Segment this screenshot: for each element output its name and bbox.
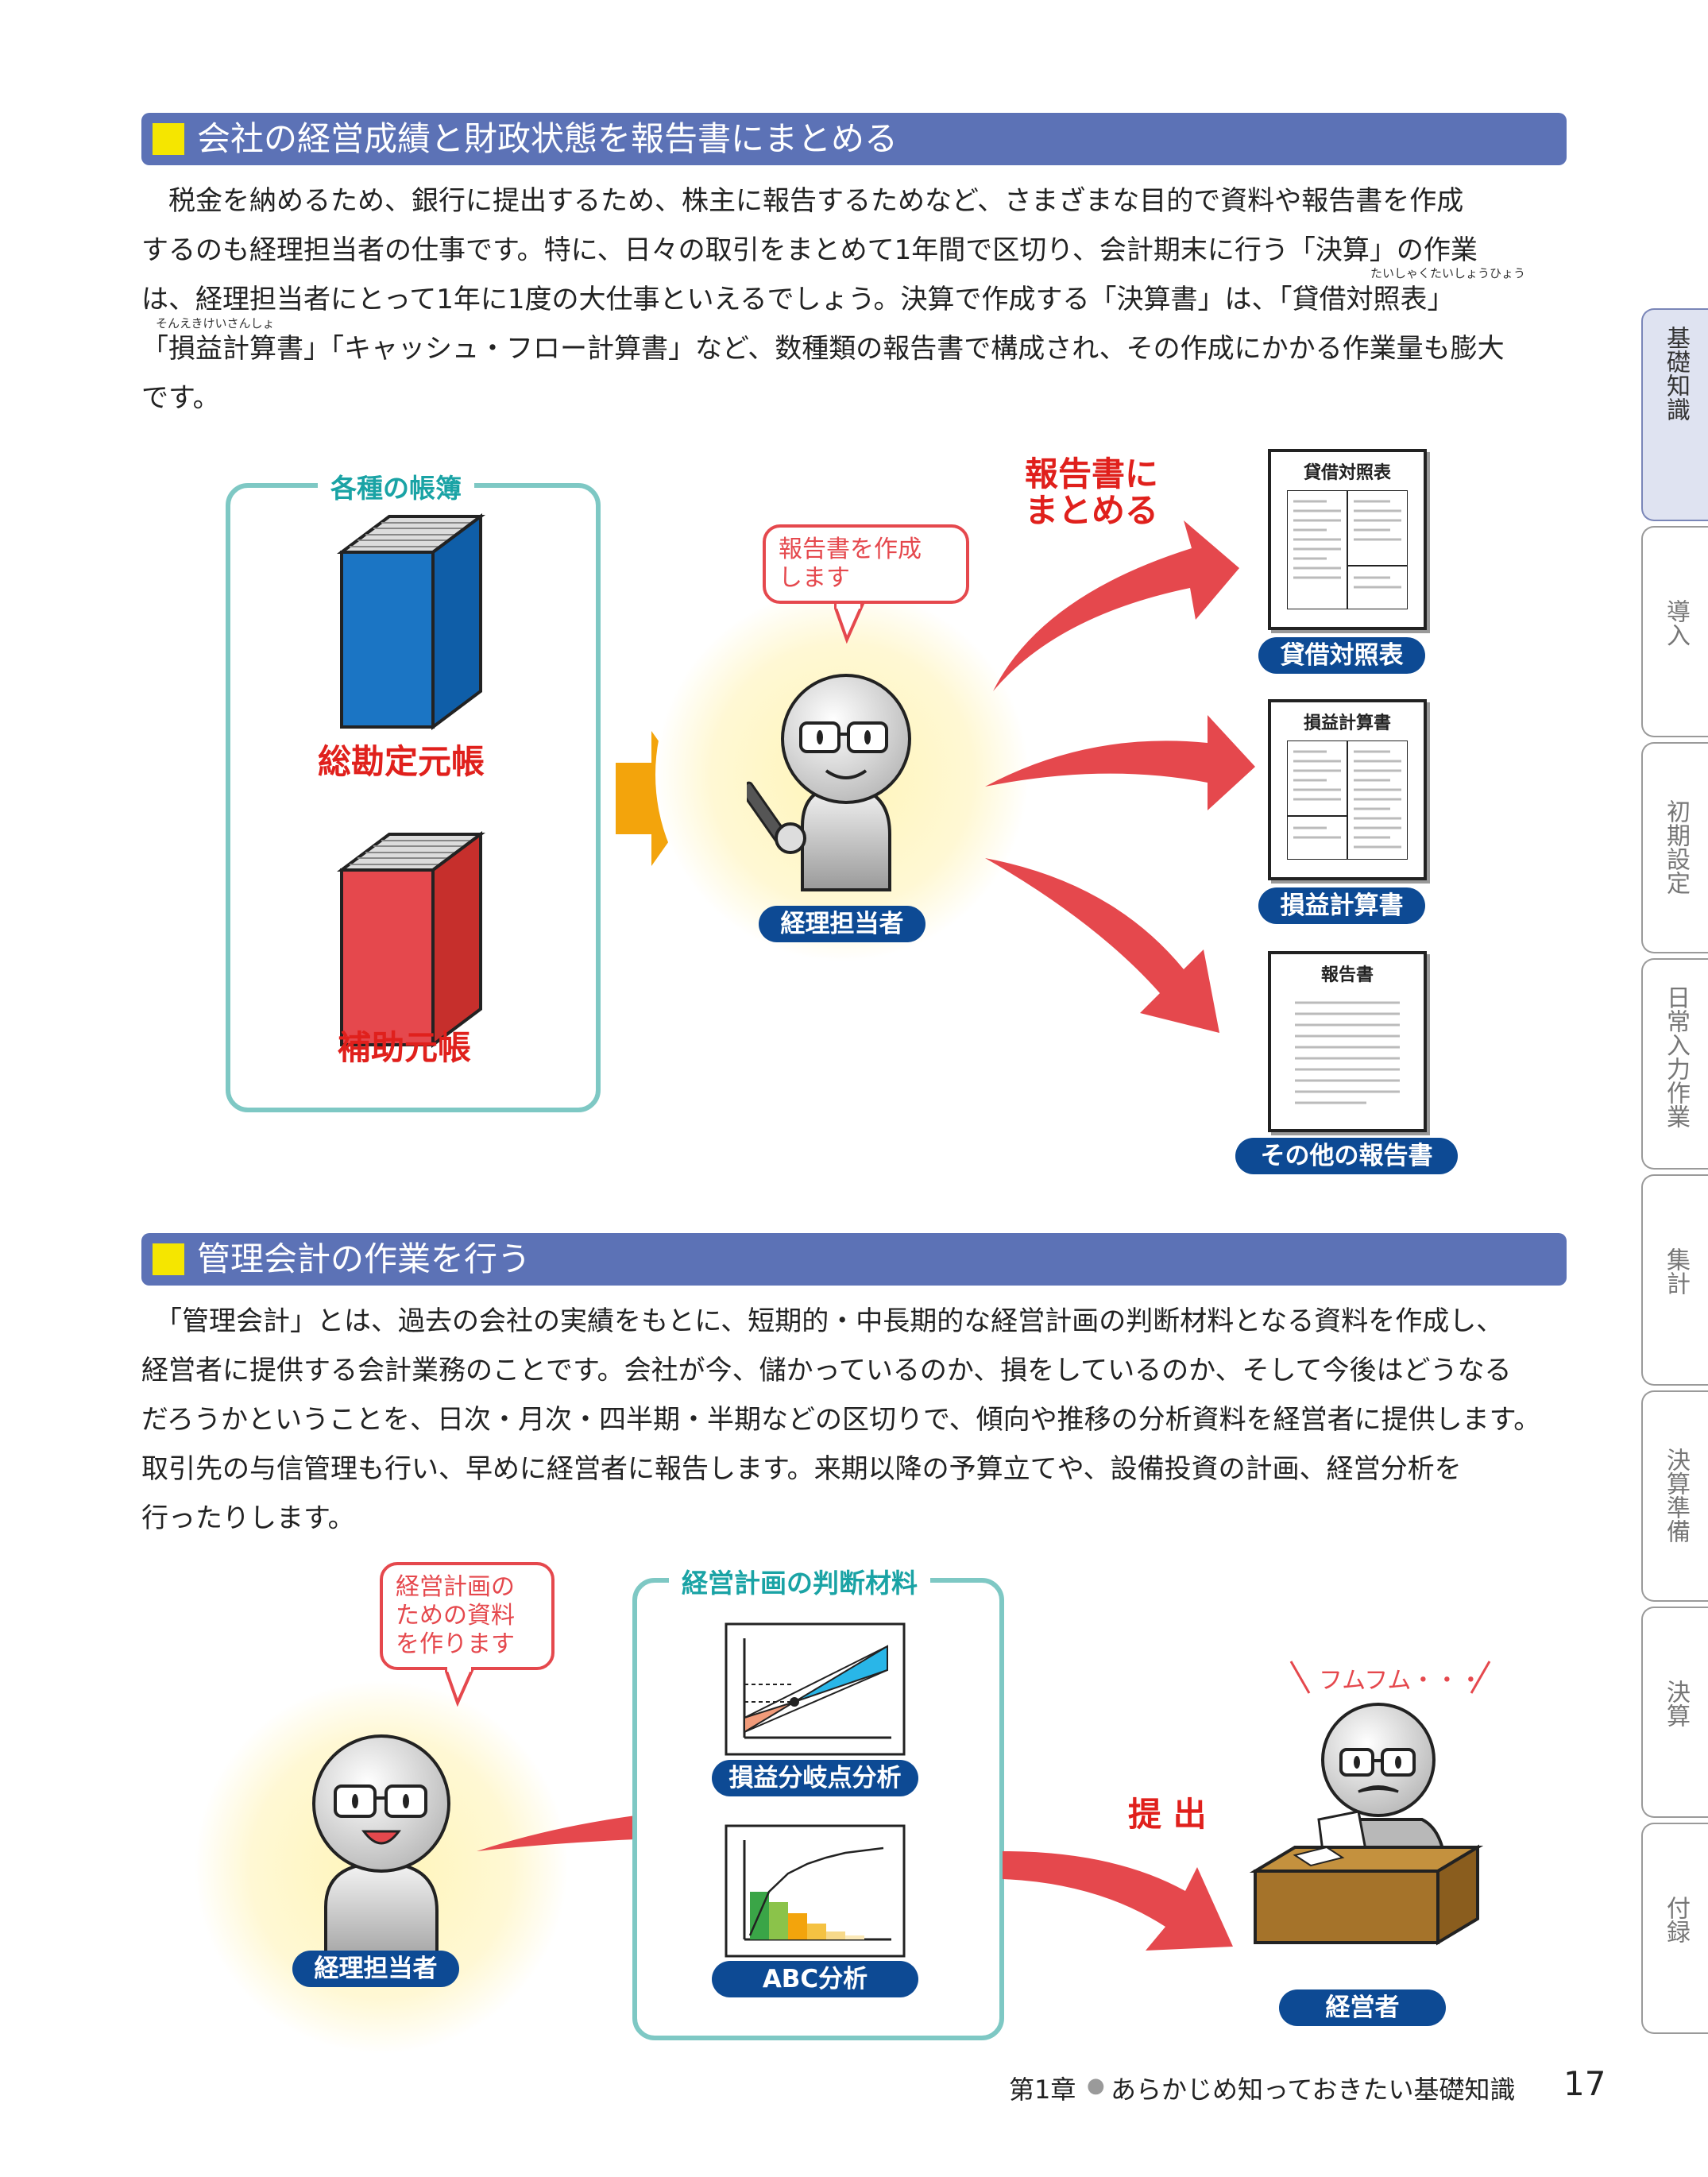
abc-bar bbox=[845, 1935, 864, 1939]
voice-lines bbox=[1289, 1661, 1491, 1694]
income-statement-document: 損益計算書 bbox=[1268, 699, 1427, 880]
document-title: 損益計算書 bbox=[1303, 713, 1391, 733]
manager-voice: フムフム・・・ bbox=[1319, 1667, 1483, 1695]
tab-basic-knowledge[interactable]: 基礎知識 bbox=[1641, 308, 1708, 521]
page-number: 17 bbox=[1563, 2064, 1606, 2103]
footer-chapter: 第1章 bbox=[1009, 2075, 1076, 2105]
manager-figure-icon bbox=[1249, 1703, 1484, 1946]
income-statement-label: 損益計算書 bbox=[1258, 887, 1425, 924]
tab-label: 集計 bbox=[1662, 1247, 1690, 1295]
footer-chapter-title: あらかじめ知っておきたい基礎知識 bbox=[1111, 2075, 1516, 2105]
tab-label: 基礎知識 bbox=[1662, 326, 1690, 421]
tab-daily-entry[interactable]: 日常入力作業 bbox=[1641, 958, 1708, 1170]
ruby-taishaku: たいしゃくたいしょうひょう bbox=[1370, 266, 1526, 280]
sales-line bbox=[744, 1645, 888, 1719]
section2-paragraph: 「管理会計」とは、過去の会社の実績をもとに、短期的・中長期的な経営計画の判断材料… bbox=[141, 1297, 1571, 1543]
abc-bar bbox=[769, 1902, 788, 1939]
other-report-document: 報告書 bbox=[1268, 951, 1427, 1132]
profit-area bbox=[794, 1645, 888, 1703]
paragraph-line: 「管理会計」とは、過去の会社の実績をもとに、短期的・中長期的な経営計画の判断材料… bbox=[141, 1305, 1504, 1337]
document-lines bbox=[1287, 490, 1408, 609]
tab-label: 付録 bbox=[1662, 1896, 1690, 1943]
section2-heading: 管理会計の作業を行う bbox=[197, 1239, 531, 1278]
tab-label: 初期設定 bbox=[1662, 799, 1690, 895]
section2-header: 管理会計の作業を行う bbox=[141, 1233, 1567, 1286]
summarize-label: 報告書に まとめる bbox=[1025, 454, 1159, 530]
tab-label: 決算 bbox=[1662, 1680, 1690, 1727]
ruby-soneki: そんえきけいさんしょ bbox=[156, 316, 275, 331]
tab-label: 導入 bbox=[1662, 599, 1690, 647]
accountant-speech-bubble: 経営計画の ための資料 を作ります bbox=[380, 1562, 555, 1670]
accountant-speech-bubble: 報告書を作成 します bbox=[763, 524, 969, 604]
abc-bar bbox=[826, 1931, 845, 1939]
books-group-title: 各種の帳簿 bbox=[318, 467, 474, 505]
section1-heading: 会社の経営成績と財政状態を報告書にまとめる bbox=[197, 119, 898, 158]
accountant-figure-icon bbox=[312, 1734, 450, 1972]
paragraph-line: だろうかということを、日次・月次・四半期・半期などの区切りで、傾向や推移の分析資… bbox=[141, 1404, 1541, 1436]
bubble-tail bbox=[834, 604, 865, 644]
document-lines bbox=[1295, 1001, 1400, 1104]
accountant-figure-icon bbox=[747, 674, 911, 891]
accountant-label-2: 経理担当者 bbox=[292, 1951, 459, 1987]
tab-label: 日常入力作業 bbox=[1662, 985, 1690, 1128]
paragraph-line: するのも経理担当者の仕事です。特に、日々の取引をまとめて1年間で区切り、会計期末… bbox=[141, 234, 1478, 266]
header-square-icon bbox=[153, 1243, 184, 1275]
tab-totals[interactable]: 集計 bbox=[1641, 1174, 1708, 1386]
tab-introduction[interactable]: 導入 bbox=[1641, 526, 1708, 737]
tab-label: 決算準備 bbox=[1662, 1448, 1690, 1543]
abc-analysis-label: ABC分析 bbox=[712, 1961, 918, 1997]
sub-ledger-label: 補助元帳 bbox=[338, 1028, 472, 1067]
red-arrows bbox=[985, 520, 1255, 1033]
loss-area bbox=[744, 1701, 795, 1734]
abc-chart bbox=[725, 1824, 906, 1958]
red-arrow-in bbox=[477, 1815, 636, 1851]
tab-closing[interactable]: 決算 bbox=[1641, 1607, 1708, 1818]
bubble-tail bbox=[445, 1667, 476, 1707]
tab-closing-prep[interactable]: 決算準備 bbox=[1641, 1390, 1708, 1602]
section1-paragraph: 税金を納めるため、銀行に提出するため、株主に報告するためなど、さまざまな目的で資… bbox=[141, 176, 1571, 423]
cost-line bbox=[744, 1669, 888, 1733]
cumulative-line bbox=[748, 1846, 884, 1936]
footer-bullet-icon: ● bbox=[1087, 2074, 1105, 2098]
planning-materials-title: 経営計画の判断材料 bbox=[669, 1562, 930, 1600]
break-even-label: 損益分岐点分析 bbox=[712, 1760, 918, 1796]
blue-book-icon bbox=[337, 513, 485, 730]
other-report-label: その他の報告書 bbox=[1235, 1138, 1458, 1174]
red-arrow-out bbox=[1003, 1851, 1233, 1951]
red-book-icon bbox=[337, 831, 485, 1048]
accountant-label: 経理担当者 bbox=[759, 906, 925, 942]
paragraph-line: は、経理担当者にとって1年に1度の大仕事といえるでしょう。決算で作成する「決算書… bbox=[141, 284, 1455, 315]
balance-sheet-label: 貸借対照表 bbox=[1258, 637, 1425, 674]
abc-bar bbox=[807, 1924, 826, 1939]
submit-label: 提 出 bbox=[1128, 1795, 1207, 1834]
paragraph-line: 税金を納めるため、銀行に提出するため、株主に報告するためなど、さまざまな目的で資… bbox=[141, 185, 1464, 217]
abc-bar bbox=[788, 1913, 807, 1939]
document-title: 報告書 bbox=[1320, 965, 1374, 985]
header-square-icon bbox=[153, 123, 184, 155]
paragraph-line: 経営者に提供する会計業務のことです。会社が今、儲かっているのか、損をしているのか… bbox=[141, 1355, 1512, 1386]
manager-label: 経営者 bbox=[1279, 1989, 1446, 2026]
break-even-point bbox=[790, 1697, 799, 1707]
paragraph-line: です。 bbox=[141, 382, 220, 414]
general-ledger-label: 総勘定元帳 bbox=[318, 742, 485, 781]
section1-header: 会社の経営成績と財政状態を報告書にまとめる bbox=[141, 113, 1567, 165]
balance-sheet-document: 貸借対照表 bbox=[1268, 449, 1427, 630]
tab-appendix[interactable]: 付録 bbox=[1641, 1823, 1708, 2034]
document-title: 貸借対照表 bbox=[1303, 463, 1391, 483]
paragraph-line: 「損益計算書」「キャッシュ・フロー計算書」など、数種類の報告書で構成され、その作… bbox=[141, 333, 1505, 365]
tab-initial-settings[interactable]: 初期設定 bbox=[1641, 742, 1708, 953]
paragraph-line: 行ったりします。 bbox=[141, 1502, 355, 1534]
break-even-chart bbox=[725, 1622, 906, 1756]
paragraph-line: 取引先の与信管理も行い、早めに経営者に報告します。来期以降の予算立てや、設備投資… bbox=[141, 1453, 1462, 1485]
document-lines bbox=[1287, 740, 1408, 860]
